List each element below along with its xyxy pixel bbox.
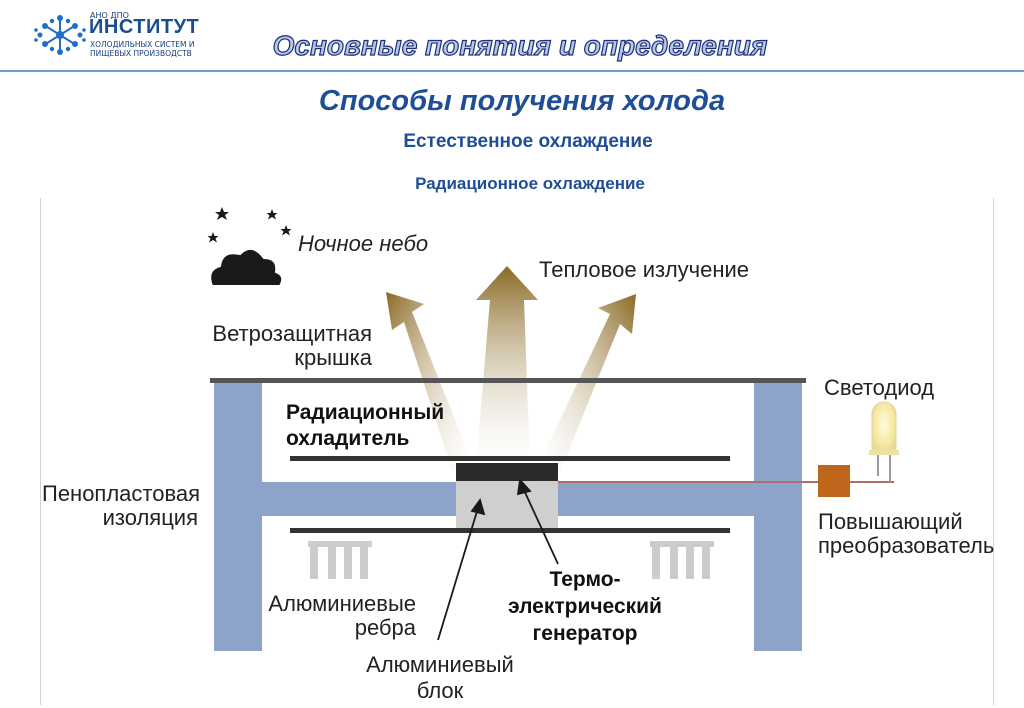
windshield-label: Ветрозащитная крышка	[212, 322, 372, 370]
boost-converter-label-line-2: преобразователь	[818, 533, 995, 558]
aluminum-fins-label-line-2: ребра	[354, 615, 416, 640]
slide-section-title: Радиационное охлаждение	[415, 174, 645, 193]
star-icon	[207, 207, 292, 243]
teg-top	[456, 463, 558, 481]
pointer-arrows	[437, 477, 559, 641]
windshield-label-line-2: крышка	[294, 345, 372, 370]
logo-subtitle-line-1: ХОЛОДИЛЬНЫХ СИСТЕМ И	[90, 40, 195, 49]
logo-subtitle-line-2: ПИЩЕВЫХ ПРОИЗВОДСТВ	[90, 49, 192, 58]
radiative-cooler-label: Радиационный охладитель	[286, 400, 444, 452]
boost-converter-box	[818, 465, 850, 497]
aluminum-fins-label: Алюминиевые ребра	[262, 592, 416, 640]
teg-label-line-2: электрический	[508, 595, 662, 618]
radiative-cooler-label-line-1: Радиационный	[286, 401, 445, 424]
foam-insulation-label-line-2: изоляция	[102, 505, 198, 530]
teg-label-line-3: генератор	[532, 622, 638, 645]
cloud-icon	[209, 247, 284, 287]
logo-prefix: АНО ДПО	[90, 11, 129, 20]
foam-insulation-label: Пенопластовая изоляция	[42, 481, 201, 530]
radiative-cooler-label-line-2: охладитель	[286, 427, 410, 450]
radiative-cooler-plate	[290, 456, 730, 461]
aluminum-block-label-line-2: блок	[416, 678, 464, 703]
led-bulb-icon	[869, 401, 899, 482]
boost-converter-label: Повышающий преобразователь	[818, 510, 994, 558]
header-title: Основные понятия и определения	[272, 29, 768, 61]
bottom-plate	[290, 528, 730, 533]
slide-title: Способы получения холода	[318, 85, 726, 117]
led-label: Светодиод	[824, 375, 935, 400]
night-sky-label: Ночное небо	[298, 231, 429, 256]
windshield-cover	[210, 378, 806, 383]
aluminum-fins-label-line-1: Алюминиевые	[268, 591, 416, 616]
heat-radiation-label: Тепловое излучение	[539, 257, 750, 282]
logo-name: ИНСТИТУТ	[89, 16, 200, 38]
header-divider	[0, 70, 1024, 72]
slide-subtitle: Естественное охлаждение	[403, 131, 653, 152]
snowflake-icon	[34, 15, 86, 55]
teg-label: Термо- электрический генератор	[504, 566, 666, 647]
foam-insulation	[214, 381, 802, 651]
aluminum-block-label-line-1: Алюминиевый	[366, 652, 514, 677]
windshield-label-line-1: Ветрозащитная	[212, 321, 372, 346]
aluminum-block-label: Алюминиевый блок	[362, 652, 518, 704]
diagram-frame	[40, 198, 994, 705]
foam-insulation-label-line-1: Пенопластовая	[42, 481, 201, 506]
aluminum-fins	[308, 541, 714, 579]
boost-converter-label-line-1: Повышающий	[818, 509, 963, 534]
aluminum-block	[456, 481, 558, 528]
logo-subtitle: ХОЛОДИЛЬНЫХ СИСТЕМ И ПИЩЕВЫХ ПРОИЗВОДСТВ	[90, 40, 220, 58]
teg-label-line-1: Термо-	[549, 568, 621, 591]
